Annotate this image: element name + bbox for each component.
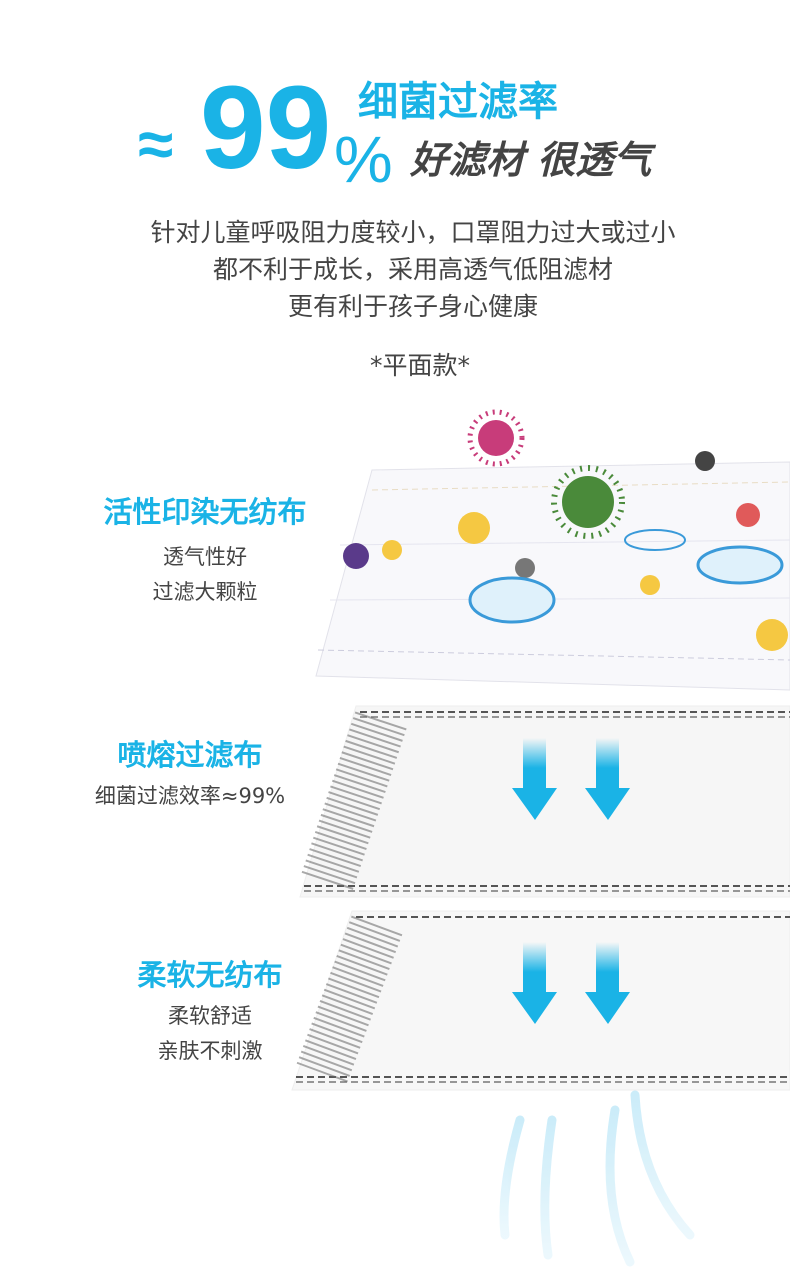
style-label: *平面款* xyxy=(369,351,470,380)
headline-tagline: 好滤材 很透气 xyxy=(410,138,652,182)
arrow-down-icon xyxy=(512,942,557,1024)
virus-icon xyxy=(515,558,535,578)
arrow-down-icon xyxy=(585,942,630,1024)
filtration-value: 99 xyxy=(200,62,332,194)
layer-title: 柔软无纺布 xyxy=(137,958,283,992)
layer-desc: 细菌过滤效率≈99% xyxy=(94,784,286,808)
layer-title: 喷熔过滤布 xyxy=(117,738,263,772)
layer-desc: 透气性好 xyxy=(163,545,247,569)
elephant-icon xyxy=(468,545,784,624)
soft-fabric-layer xyxy=(291,910,790,1091)
approx-symbol: ≈ xyxy=(138,108,174,180)
layer-title: 活性印染无纺布 xyxy=(103,495,307,529)
description: 针对儿童呼吸阻力度较小，口罩阻力过大或过小 都不利于成长，采用高透气低阻滤材 更… xyxy=(0,214,790,325)
virus-icon xyxy=(695,451,715,471)
printed-fabric-layer xyxy=(315,409,790,691)
description-line: 针对儿童呼吸阻力度较小，口罩阻力过大或过小 xyxy=(150,218,676,247)
layer-desc: 过滤大颗粒 xyxy=(152,580,258,604)
virus-icon xyxy=(343,543,369,569)
layer-label-meltblown: 喷熔过滤布 细菌过滤效率≈99% xyxy=(40,735,340,814)
cloud-icon xyxy=(624,529,686,551)
virus-icon xyxy=(736,503,760,527)
headline-title: 细菌过滤率 xyxy=(358,79,558,125)
meltblown-layer xyxy=(299,705,790,898)
percent-symbol: % xyxy=(334,122,393,196)
arrow-down-icon xyxy=(512,738,557,820)
virus-icon xyxy=(551,465,625,539)
layer-label-printed: 活性印染无纺布 透气性好 过滤大颗粒 xyxy=(55,492,355,610)
virus-icon xyxy=(467,409,525,467)
arrow-down-icon xyxy=(585,738,630,820)
sun-icon xyxy=(382,512,788,651)
description-line: 更有利于孩子身心健康 xyxy=(287,292,538,321)
description-line: 都不利于成长，采用高透气低阻滤材 xyxy=(212,255,613,284)
layer-desc: 柔软舒适 xyxy=(168,1004,252,1028)
airflow-icon xyxy=(499,1090,695,1267)
layer-label-soft: 柔软无纺布 柔软舒适 亲肤不刺激 xyxy=(60,955,360,1069)
layer-desc: 亲肤不刺激 xyxy=(157,1039,263,1063)
